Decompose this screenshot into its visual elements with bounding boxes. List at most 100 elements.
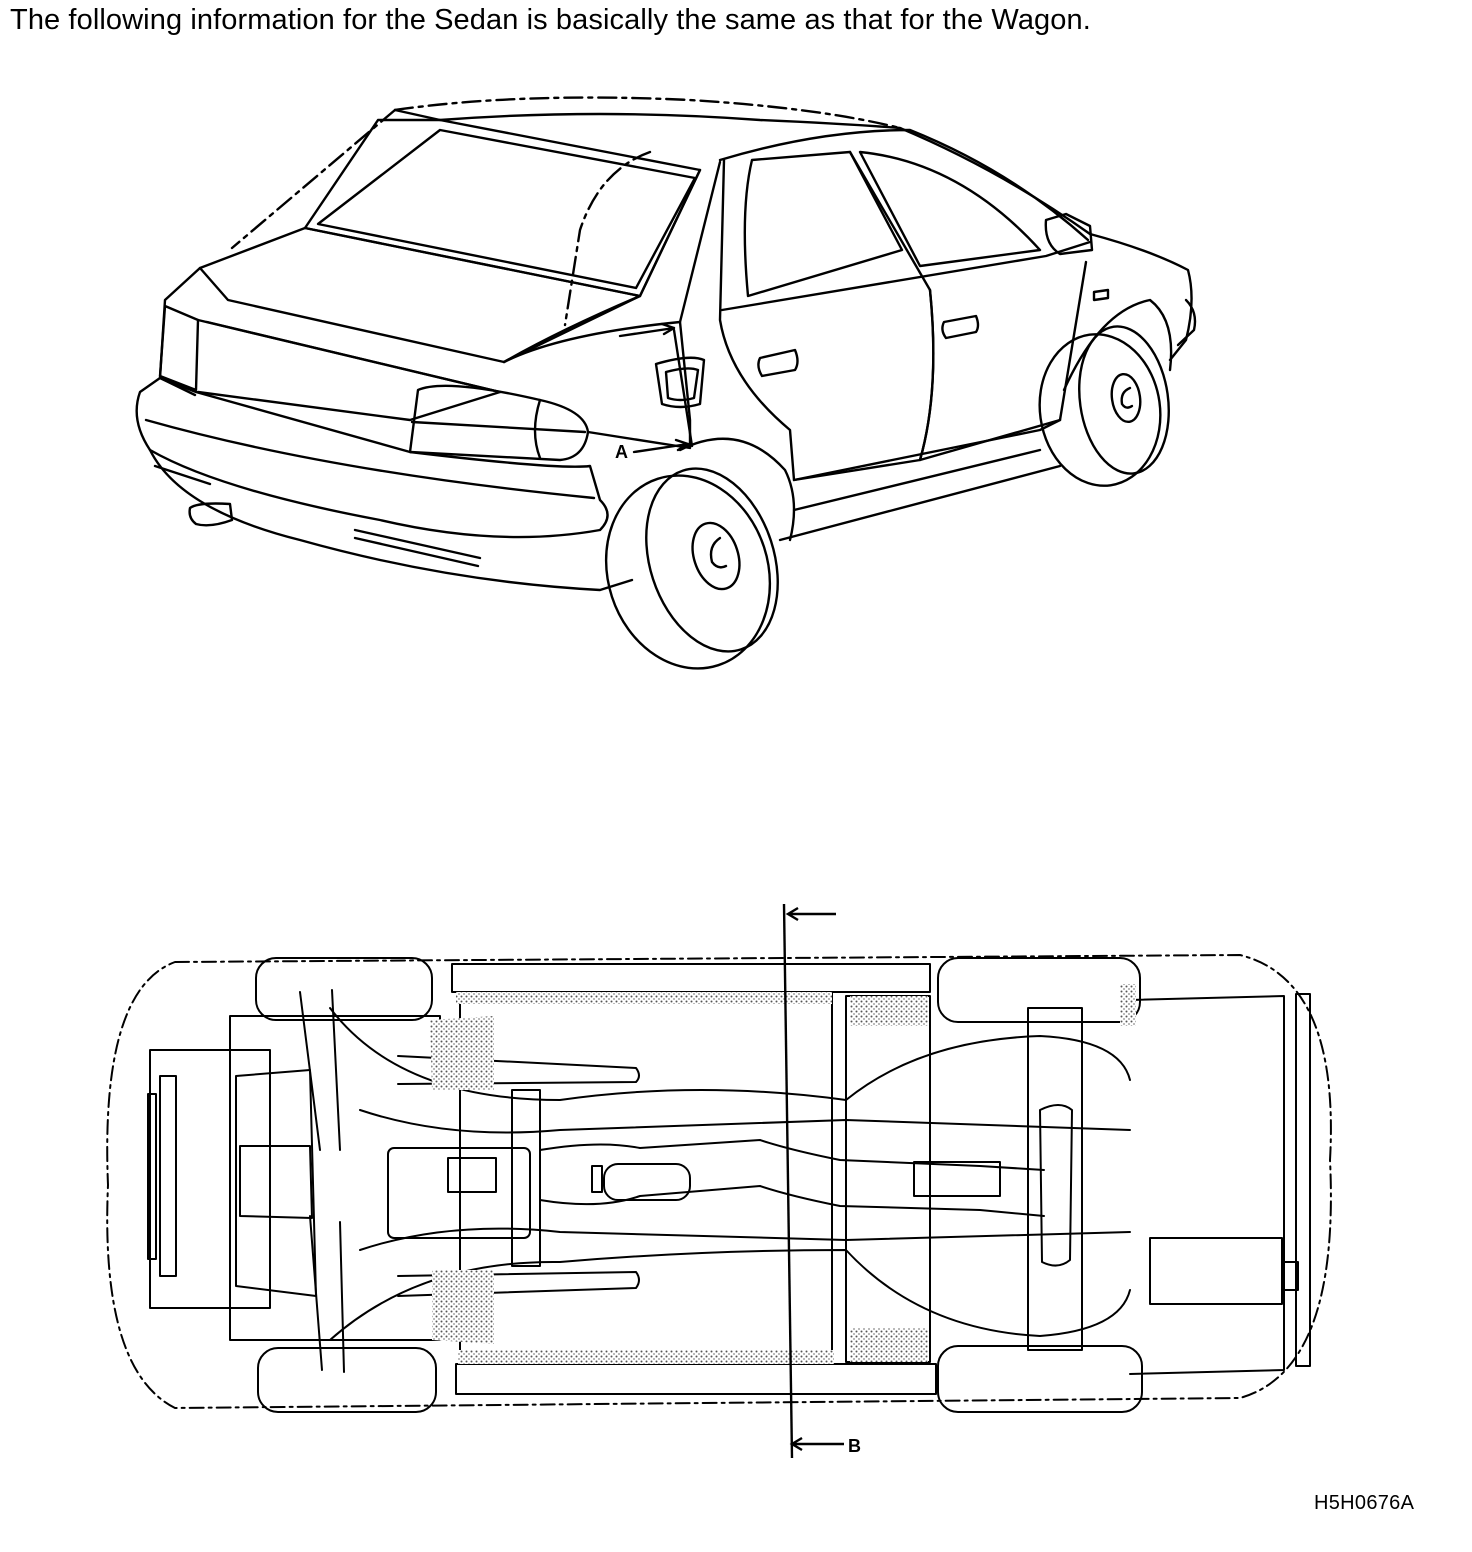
tail-light-line <box>410 420 587 434</box>
rear-door-window <box>743 150 904 298</box>
engine-block <box>235 1069 317 1297</box>
rocker-panel <box>792 418 1062 512</box>
sedan-rear-view <box>135 96 1197 670</box>
floor-pan <box>451 963 931 993</box>
rear-floor-stipple-top <box>850 996 928 1026</box>
rear-bumper <box>135 376 609 539</box>
bumper-left-marker <box>153 464 212 486</box>
front-left-wheel <box>255 957 433 1021</box>
trunk-lid <box>198 226 642 364</box>
side-marker <box>1092 288 1110 302</box>
rear-fender <box>586 320 692 450</box>
fuel-door <box>654 356 706 409</box>
center-floor <box>459 991 833 1363</box>
section-b-marker <box>782 903 844 1459</box>
callout-a-label: A <box>615 442 628 462</box>
wagon-roof-phantom <box>230 108 652 327</box>
rear-wheel-rim <box>691 521 741 591</box>
rear-differential <box>1039 1104 1073 1267</box>
front-wheel-arch <box>1062 298 1173 392</box>
front-bumper <box>1176 298 1197 347</box>
rocker-bottom <box>778 464 1062 542</box>
callout-a-section <box>672 328 694 448</box>
right-front-rail <box>397 1271 640 1297</box>
bumper-marker <box>353 528 482 568</box>
front-bumper-bar <box>159 1075 177 1277</box>
callout-b-label: B <box>848 1436 861 1456</box>
window-line-top <box>718 128 1090 242</box>
propeller-shaft-lower <box>539 1185 1045 1217</box>
rear-crossmember-left <box>1027 1007 1083 1351</box>
callout-a-pointer <box>618 322 676 338</box>
section-b-line <box>782 903 794 1459</box>
rear-right-wheel <box>937 1345 1143 1413</box>
tail-pipe <box>1281 1261 1299 1291</box>
left-front-rail <box>397 1055 640 1085</box>
front-bumper-bar-inner <box>147 1093 157 1260</box>
c-pillar <box>502 168 702 364</box>
roof-outline <box>393 108 1092 236</box>
rear-floor-stipple-bottom <box>850 1328 928 1362</box>
floor-stipple-bottom <box>458 1350 834 1364</box>
right-tail-light <box>408 384 590 462</box>
front-rail-stipple-top <box>430 1016 494 1090</box>
rear-diff-cover <box>913 1161 1001 1197</box>
rear-door-handle <box>757 348 799 378</box>
front-wheel-outer <box>1038 333 1162 487</box>
front-rail-stipple-bottom <box>432 1270 494 1344</box>
fuel-line <box>359 1109 1131 1134</box>
section-b-bottom-arrow <box>789 1436 844 1452</box>
left-tail-light <box>158 304 200 392</box>
exhaust-pipe <box>188 502 234 527</box>
rear-window <box>303 118 702 298</box>
left-sill-stipple <box>1120 984 1136 1026</box>
roof-phantom-line <box>393 96 902 130</box>
rear-door <box>718 150 935 482</box>
rear-wheel-outer <box>604 474 772 670</box>
rear-body-left <box>158 266 202 397</box>
transmission-pan <box>447 1157 497 1193</box>
rear-floor <box>845 995 931 1363</box>
propeller-shaft <box>539 1139 1045 1171</box>
rear-wheel-tire <box>645 467 779 653</box>
front-wheel-rim <box>1110 372 1142 424</box>
front-door-handle <box>941 314 980 340</box>
fuel-line-2 <box>359 1227 1131 1251</box>
rear-bumper-bar <box>1295 993 1311 1367</box>
rear-wheel-hub <box>709 536 728 569</box>
rear-wheel-arch <box>678 437 796 542</box>
figure-code: H5H0676A <box>1314 1492 1415 1514</box>
underbody-view <box>106 954 1332 1413</box>
shaft-joint <box>591 1165 603 1193</box>
rear-panel <box>196 318 502 422</box>
front-right-wheel <box>257 1347 437 1413</box>
body-outline <box>106 954 1332 1409</box>
section-b-top-arrow <box>785 906 836 922</box>
engine-mount <box>511 1089 541 1267</box>
front-door-window <box>858 150 1042 268</box>
front-fender <box>1088 232 1193 362</box>
stippled-regions <box>430 984 1136 1364</box>
floor-stipple-top <box>456 992 832 1004</box>
bumper-lower <box>148 448 634 592</box>
rear-frame-left <box>1129 995 1285 1375</box>
tail-light-split <box>533 398 542 460</box>
rear-left-wheel <box>937 957 1141 1023</box>
intro-text: The following information for the Sedan … <box>10 4 1091 36</box>
front-wheel-tire <box>1078 325 1170 475</box>
muffler <box>1149 1237 1283 1305</box>
engine-detail <box>239 1145 313 1219</box>
quarter-panel <box>502 160 722 364</box>
center-bearing <box>603 1163 691 1201</box>
front-axle-right <box>309 1215 345 1373</box>
front-wheel-hub <box>1120 386 1134 409</box>
beltline <box>720 240 1092 312</box>
callout-a-arrow <box>632 438 690 454</box>
rear-window-inner <box>316 128 697 290</box>
floor-pan-lower <box>455 1363 937 1395</box>
transmission <box>387 1147 531 1239</box>
front-axle-left <box>299 989 341 1151</box>
front-door <box>918 260 1088 462</box>
front-crossmember <box>149 1049 271 1309</box>
